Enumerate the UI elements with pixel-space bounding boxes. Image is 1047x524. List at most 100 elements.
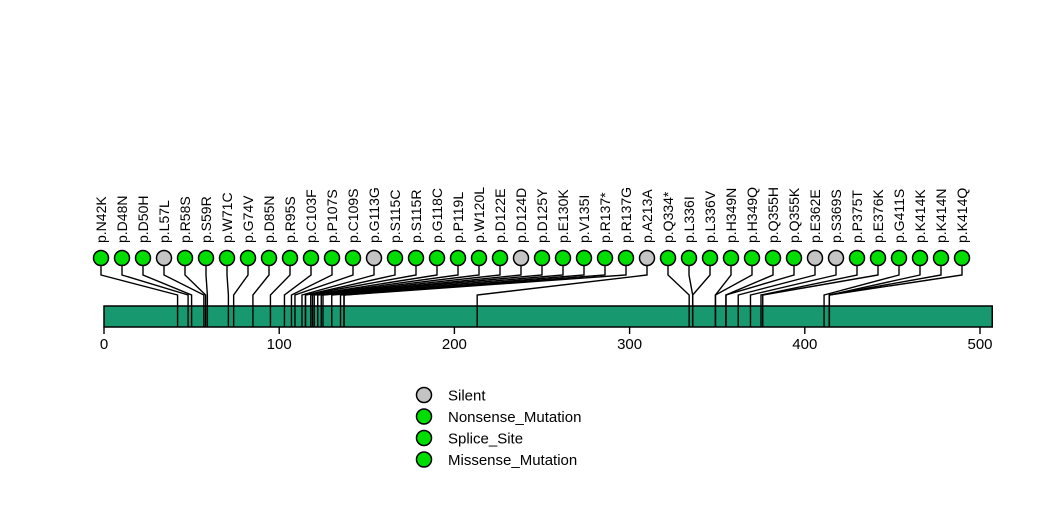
mutation-label: p.P107S [324, 189, 340, 243]
mutation-marker [806, 249, 824, 267]
mutation-marker [239, 249, 257, 267]
legend-item: Silent [415, 386, 486, 404]
mutation-marker [218, 249, 236, 267]
x-axis-tick-label: 100 [267, 336, 292, 353]
mutation-label: p.D48N [114, 196, 130, 243]
legend-label: Silent [448, 387, 486, 404]
mutation-marker [344, 249, 362, 267]
mutation-marker [113, 249, 131, 267]
mutation-connector-line [823, 265, 900, 306]
mutation-connector-line [749, 265, 837, 306]
mutation-position-lines-layer [176, 306, 831, 327]
protein-bar-layer [103, 305, 994, 328]
mutation-label: p.G113G [366, 187, 382, 243]
mutation-label: p.N42K [93, 196, 109, 243]
mutation-marker [722, 249, 740, 267]
mutation-label: p.P119L [450, 192, 466, 243]
mutation-connector-line [828, 265, 921, 306]
mutation-marker [92, 249, 110, 267]
mutation-connector-line [226, 265, 230, 306]
mutation-marker [680, 249, 698, 267]
mutation-connector-line [311, 265, 459, 306]
mutation-marker [575, 249, 593, 267]
mutation-markers-layer [92, 249, 971, 267]
protein-domain-bar [103, 305, 994, 328]
mutation-connector-line [331, 265, 564, 306]
legend-swatch-circle [415, 451, 433, 468]
mutation-marker [953, 249, 971, 267]
legend-label: Splice_Site [448, 430, 523, 447]
mutation-label: p.D124D [513, 188, 529, 243]
mutation-label: p.Q355H [765, 187, 781, 243]
x-axis-tick-label: 300 [617, 336, 642, 353]
legend-swatch-circle [415, 386, 433, 404]
mutation-label: p.L336V [702, 190, 718, 243]
mutation-marker [260, 249, 278, 267]
mutation-marker [848, 249, 866, 267]
mutation-label: p.S115R [408, 190, 424, 243]
connector-lines-layer [100, 265, 963, 306]
mutation-connector-line [714, 265, 753, 306]
mutation-connector-line [343, 265, 627, 306]
mutation-label: p.R95S [282, 196, 298, 243]
mutation-connector-line [725, 265, 795, 306]
mutation-label: p.R137* [597, 192, 613, 243]
x-axis-tick-label: 400 [792, 336, 817, 353]
mutation-connector-line [290, 265, 333, 306]
mutation-label: p.D122E [492, 189, 508, 243]
mutation-label: p.S59R [198, 196, 214, 243]
mutation-marker [365, 249, 383, 267]
mutation-connector-line [304, 265, 417, 306]
mutation-marker [764, 249, 782, 267]
mutation-connector-line [205, 265, 209, 306]
mutation-connector-line [142, 265, 193, 306]
mutation-marker [323, 249, 341, 267]
mutation-label: p.R137G [618, 187, 634, 243]
mutation-marker [470, 249, 488, 267]
legend-item: Splice_Site [415, 429, 523, 447]
mutation-label: p.Q355K [786, 187, 802, 243]
mutation-label: p.L57L [156, 200, 172, 243]
mutation-marker [596, 249, 614, 267]
mutation-label: p.K414Q [954, 188, 970, 243]
mutation-connector-line [828, 265, 963, 306]
mutation-connector-line [762, 265, 879, 306]
mutation-label: p.W120L [471, 187, 487, 243]
mutation-label: p.S369S [828, 189, 844, 243]
mutation-connector-line [252, 265, 270, 306]
mutation-marker [785, 249, 803, 267]
mutation-marker [134, 249, 152, 267]
mutation-marker [911, 249, 929, 267]
mutation-marker [428, 249, 446, 267]
legend-label: Nonsense_Mutation [448, 409, 581, 426]
mutation-connector-line [313, 265, 480, 306]
mutation-connector-line [760, 265, 858, 306]
mutation-marker [155, 249, 173, 267]
mutation-marker [197, 249, 215, 267]
mutation-marker [302, 249, 320, 267]
legend-item: Missense_Mutation [415, 451, 577, 469]
mutation-label: p.K414K [912, 189, 928, 243]
mutation-label: p.V135I [576, 195, 592, 243]
mutation-label: p.A213A [639, 189, 655, 243]
mutation-marker [869, 249, 887, 267]
mutation-marker [281, 249, 299, 267]
mutation-connector-line [100, 265, 179, 306]
legend-item: Nonsense_Mutation [415, 408, 581, 426]
mutation-connector-line [283, 265, 312, 306]
mutation-label: p.C109S [345, 189, 361, 243]
mutation-label: p.E130K [555, 189, 571, 243]
x-axis-tick-label: 500 [967, 336, 992, 353]
x-axis-tick-label: 200 [442, 336, 467, 353]
mutation-marker [554, 249, 572, 267]
mutation-connector-line [322, 265, 543, 306]
mutation-marker [827, 249, 845, 267]
mutation-label: p.S115C [387, 190, 403, 243]
mutation-marker [701, 249, 719, 267]
mutation-marker [407, 249, 425, 267]
mutation-label: p.H349Q [744, 187, 760, 243]
mutation-connector-line [714, 265, 732, 306]
mutation-marker [512, 249, 530, 267]
